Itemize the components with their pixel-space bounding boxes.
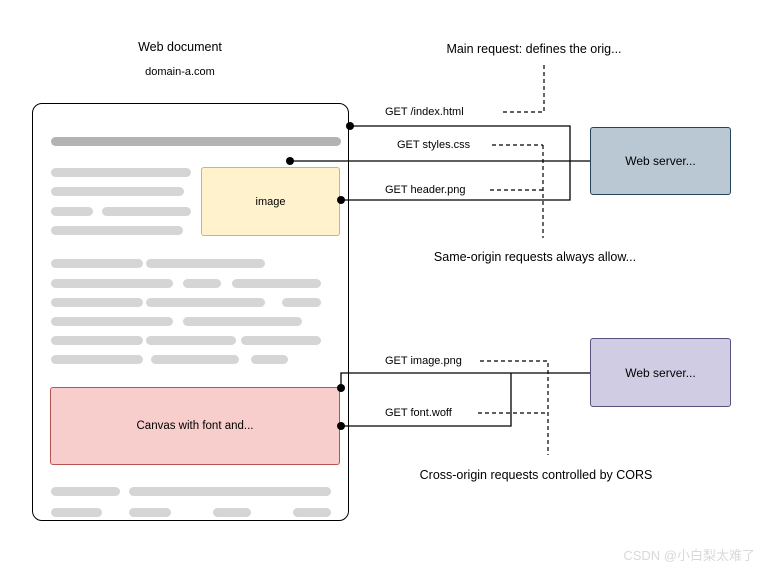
- placeholder-text-bar: [51, 259, 143, 268]
- dashed-link-image: [480, 360, 549, 455]
- placeholder-text-bar: [51, 298, 143, 307]
- placeholder-text-bar: [102, 207, 191, 216]
- placeholder-text-bar: [213, 508, 251, 517]
- placeholder-text-bar: [51, 355, 143, 364]
- placeholder-text-bar: [146, 298, 265, 307]
- cross-origin-web-server-box: Web server...: [590, 338, 731, 407]
- annotation-same-origin: Same-origin requests always allow...: [433, 250, 637, 264]
- connector-image-png: [340, 372, 590, 388]
- placeholder-text-bar: [241, 336, 321, 345]
- image-element: image: [201, 167, 340, 236]
- placeholder-text-bar: [151, 355, 239, 364]
- placeholder-text-bar: [51, 226, 183, 235]
- canvas-element: Canvas with font and...: [50, 387, 340, 465]
- placeholder-text-bar: [129, 508, 171, 517]
- request-label-header-png: GET header.png: [385, 184, 466, 196]
- placeholder-text-bar: [129, 487, 331, 496]
- placeholder-text-bar: [146, 259, 265, 268]
- same-origin-web-server-label: Web server...: [625, 154, 696, 168]
- web-document-title: Web document: [138, 40, 222, 54]
- annotation-main-request: Main request: defines the orig...: [446, 42, 622, 56]
- placeholder-text-bar: [51, 487, 120, 496]
- canvas-element-label: Canvas with font and...: [136, 420, 254, 432]
- placeholder-text-bar: [293, 508, 331, 517]
- placeholder-text-bar: [183, 279, 221, 288]
- annotation-cross-origin: Cross-origin requests controlled by CORS: [419, 468, 653, 482]
- placeholder-text-bar: [282, 298, 321, 307]
- cross-origin-web-server-label: Web server...: [625, 365, 696, 380]
- placeholder-text-bar: [51, 279, 173, 288]
- placeholder-text-bar: [51, 336, 143, 345]
- web-document-domain: domain-a.com: [145, 66, 215, 78]
- dashed-link-main-request: [503, 62, 545, 113]
- watermark: CSDN @小白梨太难了: [623, 548, 755, 563]
- request-label-font-woff: GET font.woff: [385, 407, 452, 419]
- placeholder-text-bar: [146, 336, 236, 345]
- placeholder-text-bar: [51, 508, 102, 517]
- placeholder-text-bar: [51, 207, 93, 216]
- same-origin-web-server-box: Web server...: [590, 127, 731, 195]
- placeholder-text-bar: [51, 317, 173, 326]
- placeholder-heading-bar: [51, 137, 341, 146]
- image-element-label: image: [255, 195, 286, 208]
- placeholder-text-bar: [51, 168, 191, 177]
- placeholder-text-bar: [183, 317, 302, 326]
- placeholder-text-bar: [232, 279, 321, 288]
- request-label-image-png: GET image.png: [385, 355, 462, 367]
- placeholder-text-bar: [51, 187, 184, 196]
- request-label-styles-css: GET styles.css: [397, 139, 471, 151]
- placeholder-text-bar: [251, 355, 288, 364]
- request-label-index-html: GET /index.html: [385, 106, 464, 118]
